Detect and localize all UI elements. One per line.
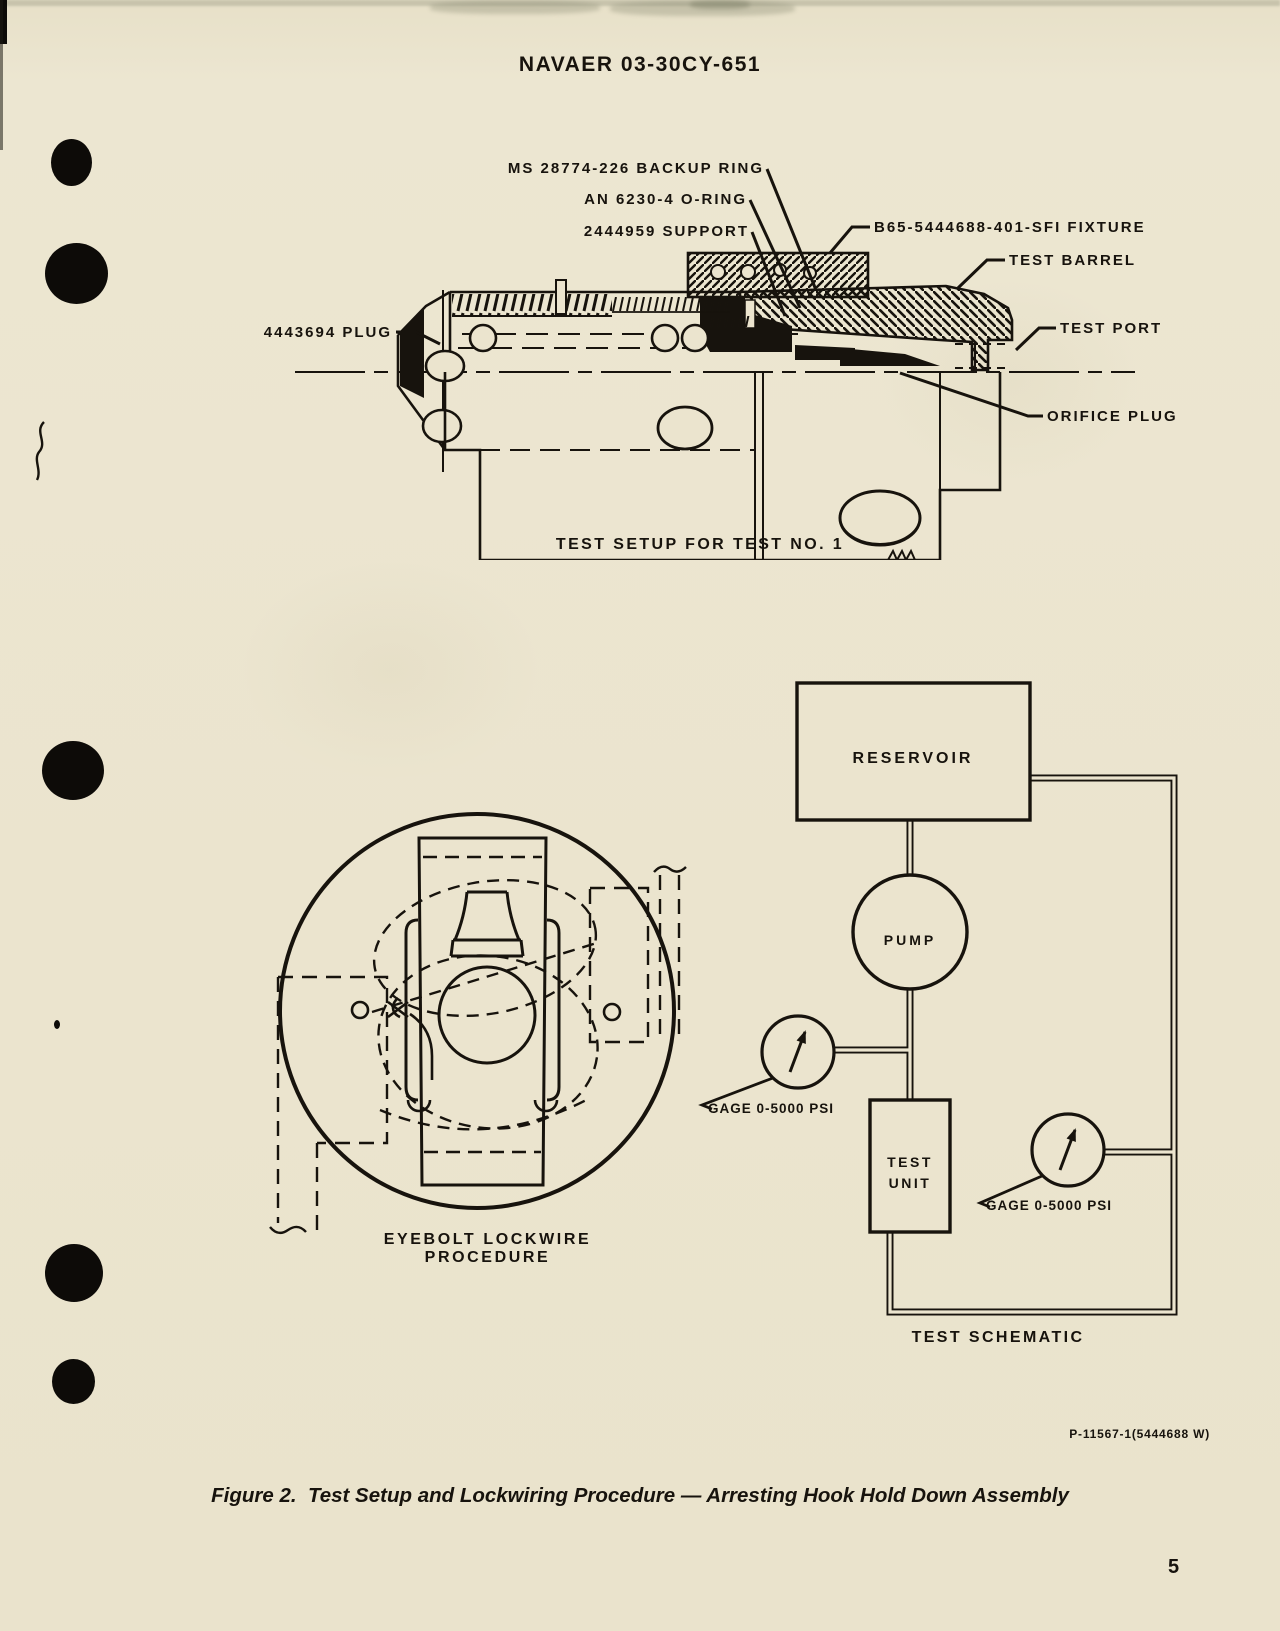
label-support: 2444959 SUPPORT — [584, 223, 749, 240]
binder-hole-mark — [51, 139, 92, 186]
right-dashed-plate — [588, 875, 681, 1044]
scan-left-edge-faint — [0, 0, 3, 150]
scan-top-band — [0, 0, 1280, 6]
test-unit-box — [868, 1098, 952, 1234]
test-setup-cross-section-diagram: MS 28774-226 BACKUP RING AN 6230-4 O-RIN… — [264, 160, 1178, 560]
figure-caption: Figure 2. Test Setup and Lockwiring Proc… — [211, 1484, 1069, 1507]
lockwire-loops — [371, 878, 601, 1131]
binder-hole-mark — [45, 1244, 103, 1302]
ink-speck — [54, 1020, 60, 1029]
label-orifice-plug: ORIFICE PLUG — [1047, 408, 1178, 425]
wire-hole-right — [602, 1002, 622, 1022]
torn-edge — [269, 1225, 307, 1235]
binder-hole-mark — [42, 741, 104, 800]
cross-section-labels: MS 28774-226 BACKUP RING AN 6230-4 O-RIN… — [264, 160, 1178, 425]
schematic-caption: TEST SCHEMATIC — [912, 1329, 1085, 1346]
print-part-number: P-11567-1(5444688 W) — [1069, 1427, 1210, 1441]
gauge-needle-icon — [1058, 1128, 1077, 1171]
eyebolt — [437, 890, 537, 1065]
test-schematic-diagram: RESERVOIR PUMP TEST UNIT GAGE 0-5000 PSI… — [698, 681, 1178, 1346]
gauge-left-leader — [698, 1076, 774, 1111]
test-unit-label-1: TEST — [887, 1154, 933, 1170]
lockwire-caption: EYEBOLT LOCKWIRE PROCEDURE — [383, 1231, 592, 1266]
label-plug: 4443694 PLUG — [264, 324, 392, 341]
plug-section — [396, 290, 466, 472]
bleedthrough-smudge — [610, 1, 795, 16]
wire-hole-left — [350, 1000, 370, 1020]
label-backup-ring: MS 28774-226 BACKUP RING — [508, 160, 764, 177]
left-dashed-plate — [276, 975, 389, 1230]
doc-number-header: NAVAER 03-30CY-651 — [518, 53, 762, 76]
scan-left-edge — [0, 0, 7, 44]
pipe-cores — [834, 776, 1176, 1314]
reservoir-box — [795, 681, 1032, 822]
label-fixture: B65-5444688-401-SFI FIXTURE — [874, 219, 1146, 236]
gauge-right-label: GAGE 0-5000 PSI — [986, 1198, 1112, 1213]
label-test-port: TEST PORT — [1060, 320, 1162, 337]
test-setup-caption: TEST SETUP FOR TEST NO. 1 — [556, 536, 844, 553]
binder-hole-mark — [52, 1359, 95, 1404]
eyebolt-lockwire-diagram — [269, 812, 687, 1235]
lockwire-twist-knot — [387, 997, 434, 1080]
gauge-needle-icon — [788, 1030, 807, 1073]
binder-hole-mark — [45, 243, 108, 304]
leader-lines — [396, 168, 1056, 418]
bleedthrough-smudge — [690, 0, 750, 9]
test-unit-label-2: UNIT — [889, 1175, 932, 1191]
paper-stain — [240, 560, 540, 780]
test-barrel-section — [738, 284, 1014, 372]
pump-circle — [851, 873, 969, 991]
pen-squiggle-mark — [35, 421, 45, 481]
page-number: 5 — [1168, 1556, 1180, 1578]
lower-body-section — [443, 372, 1002, 560]
reservoir-label: RESERVOIR — [853, 750, 974, 767]
gauge-left-label: GAGE 0-5000 PSI — [708, 1101, 834, 1116]
label-o-ring: AN 6230-4 O-RING — [584, 191, 747, 208]
bleedthrough-smudge — [430, 1, 600, 14]
spring-housing — [448, 279, 798, 372]
lockwire-view-circle — [278, 812, 676, 1210]
pump-label: PUMP — [884, 932, 936, 948]
label-test-barrel: TEST BARREL — [1009, 252, 1136, 269]
gauge-right-leader — [976, 1174, 1043, 1209]
torn-edge — [653, 865, 687, 873]
